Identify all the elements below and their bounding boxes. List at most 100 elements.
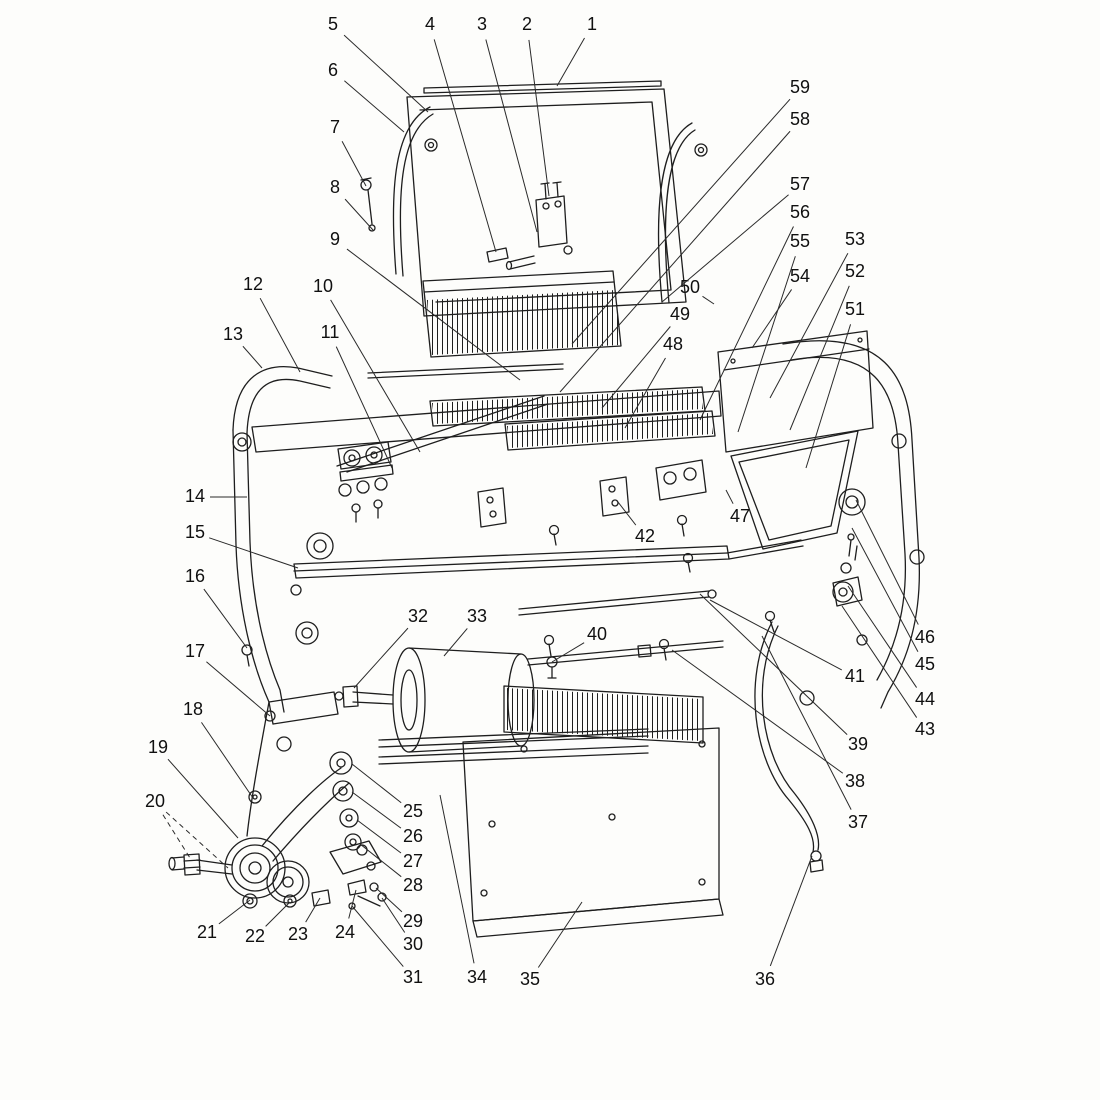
rail-bolt-tail [547, 666, 557, 679]
leader-line-22 [265, 901, 291, 927]
part-label-31: 31 [403, 967, 423, 987]
leader-line-5 [343, 34, 429, 113]
leader-line-52 [789, 285, 850, 431]
mount-rails [378, 728, 649, 765]
frame-hub-3-center [301, 627, 313, 639]
cutter-row-2-teeth [507, 413, 713, 448]
leader-line-6 [344, 80, 405, 133]
machine-drawing [168, 80, 925, 938]
top-lid-assembly [360, 80, 708, 358]
leader-line-37 [761, 635, 852, 810]
part-label-41: 41 [845, 666, 865, 686]
leader-line-28 [359, 843, 402, 878]
part-label-52: 52 [845, 261, 865, 281]
frame-bolt-3 [248, 790, 262, 804]
side-panel [730, 430, 859, 550]
bottom-cover [462, 727, 720, 922]
vent-band [503, 685, 704, 744]
part-label-21: 21 [197, 922, 217, 942]
bracket-plate-right-hole1 [608, 485, 616, 493]
bracket-hole-2 [554, 200, 562, 208]
part-label-17: 17 [185, 641, 205, 661]
leader-line-1 [556, 37, 585, 87]
gearbox-bar [339, 464, 394, 482]
leader-line-30 [381, 897, 406, 933]
lid-top-bar [423, 80, 662, 94]
leader-line-26 [351, 791, 402, 829]
leader-line-10 [330, 299, 421, 453]
right-hub-4 [832, 581, 854, 603]
part-label-5: 5 [328, 14, 338, 34]
leader-line-17 [206, 661, 271, 717]
idler-pulley-4-center [349, 838, 357, 846]
part-label-56: 56 [790, 202, 810, 222]
leader-line-58 [559, 130, 791, 393]
lid-frame-outline [406, 88, 687, 317]
cord-plug [810, 850, 822, 862]
cover-hole-2 [608, 813, 616, 821]
drive-hex-nut [183, 853, 201, 876]
cover-hole-4 [480, 889, 488, 897]
right-bracket-bolt [840, 562, 852, 574]
left-tube-cap [424, 138, 438, 152]
leader-line-9 [346, 248, 521, 381]
left-frame-side [232, 429, 274, 725]
part-label-16: 16 [185, 566, 205, 586]
left-tube-handle-inner [399, 113, 434, 277]
part-label-20: 20 [145, 791, 165, 811]
leader-line-43 [841, 605, 918, 718]
washer-1 [242, 893, 258, 909]
leader-line-42 [617, 501, 637, 526]
leader-line-45 [851, 527, 919, 652]
part-label-22: 22 [245, 926, 265, 946]
bottom-cover-assembly [462, 685, 724, 938]
right-hub-5 [799, 690, 815, 706]
upper-comb-band [423, 281, 615, 293]
cover-hole-1 [488, 820, 496, 828]
small-bolt-2 [377, 892, 387, 902]
motor-end-face [392, 647, 426, 753]
bottom-cover-flange [472, 898, 724, 938]
right-rail-link [726, 539, 804, 560]
part-label-26: 26 [403, 826, 423, 846]
right-frame-inner [790, 356, 907, 681]
roller-3 [374, 477, 388, 491]
leader-line-12 [259, 297, 301, 373]
part-label-10: 10 [313, 276, 333, 296]
part-label-13: 13 [223, 324, 243, 344]
frame-hub-1 [232, 432, 252, 452]
idler-pulley-3 [339, 808, 359, 828]
part-label-4: 4 [425, 14, 435, 34]
chain-guide [655, 459, 707, 501]
idler-pulley-2-center [338, 786, 348, 796]
part-label-24: 24 [335, 922, 355, 942]
cover-hole-6 [520, 745, 528, 753]
hopper-rivet-1 [730, 358, 736, 364]
right-tube-cap-center [697, 146, 705, 154]
right-bracket-pins [848, 539, 858, 561]
part-label-14: 14 [185, 486, 205, 506]
leader-line-57 [661, 194, 789, 303]
part-label-40: 40 [587, 624, 607, 644]
shaft-a [518, 590, 710, 616]
frame-hub-3 [295, 621, 319, 645]
leader-line-27 [356, 819, 402, 854]
idler-pulley-1 [329, 751, 353, 775]
part-label-30: 30 [403, 934, 423, 954]
leader-line-25 [351, 763, 402, 804]
part-label-47: 47 [730, 506, 750, 526]
leader-line-53 [769, 252, 849, 399]
left-tube-handle [392, 106, 431, 275]
part-label-45: 45 [915, 654, 935, 674]
cutter-row-2 [504, 410, 716, 451]
gear-1-center [348, 454, 356, 462]
leader-line-33 [443, 628, 468, 657]
frame-bolt-2 [264, 710, 276, 722]
upper-comb-plate [422, 270, 622, 358]
gearbox-plate [337, 441, 392, 470]
shaft-tip [334, 691, 344, 701]
part-label-43: 43 [915, 719, 935, 739]
main-pulley-groove-1 [231, 844, 279, 892]
part-label-39: 39 [848, 734, 868, 754]
